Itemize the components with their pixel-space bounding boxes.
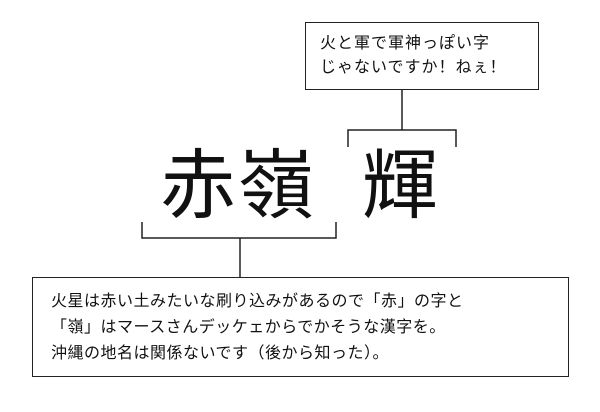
bottom-bracket <box>141 222 337 239</box>
top-note-line-2: じゃないですか！ねぇ！ <box>320 57 507 76</box>
kanji-given-name: 輝 <box>362 141 438 230</box>
bottom-note-line-2: 「嶺」はマースさんデッケェからでかそうな漢字を。 <box>51 317 446 336</box>
top-note-box: 火と軍で軍神っぽい字 じゃないですか！ねぇ！ <box>305 22 539 90</box>
bottom-note-line-3: 沖縄の地名は関係ないです（後から知った）。 <box>51 343 390 362</box>
bottom-note-line-1: 火星は赤い土みたいな刷り込みがあるので「赤」の字と <box>51 291 464 310</box>
kanji-surname: 赤嶺 <box>160 141 316 230</box>
top-note-line-1: 火と軍で軍神っぽい字 <box>320 33 491 52</box>
bottom-note-box: 火星は赤い土みたいな刷り込みがあるので「赤」の字と 「嶺」はマースさんデッケェか… <box>32 277 569 377</box>
